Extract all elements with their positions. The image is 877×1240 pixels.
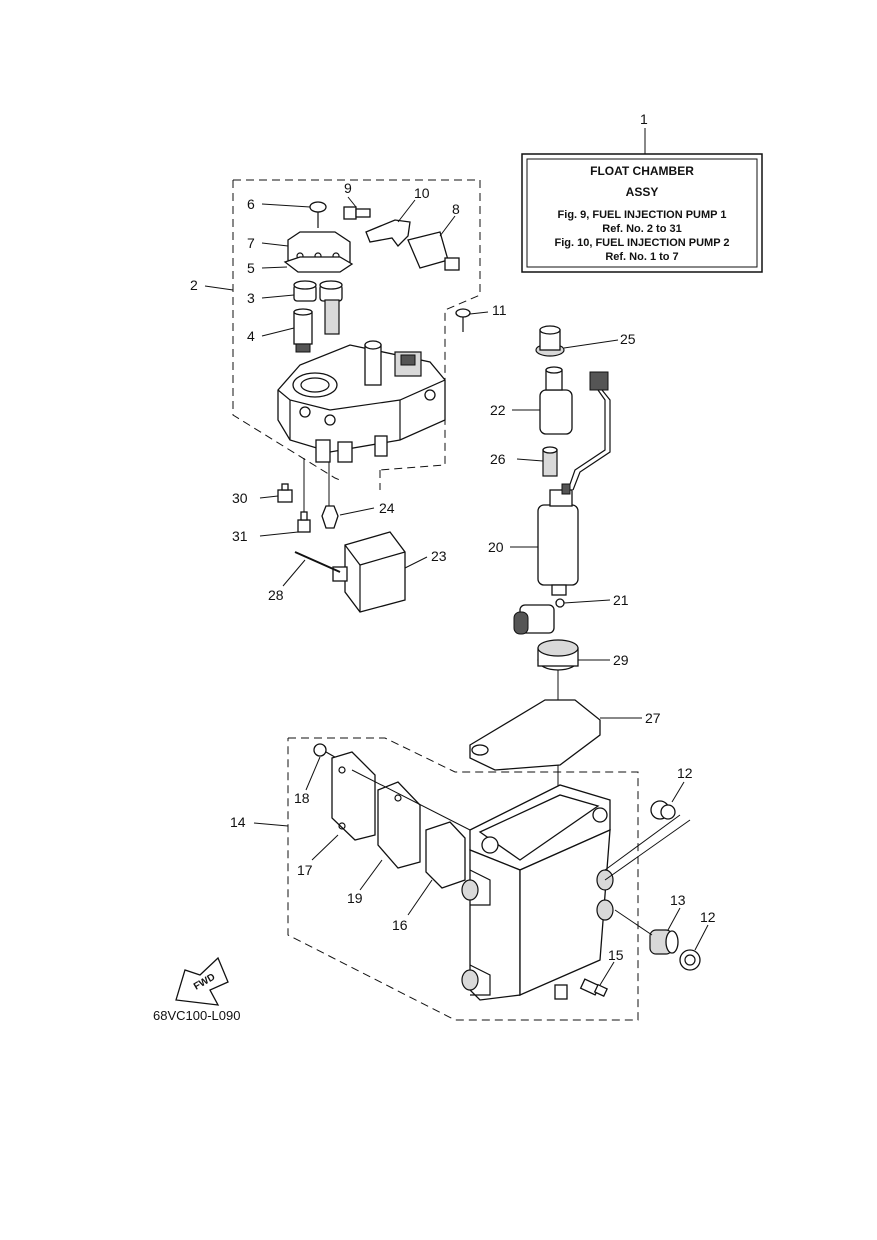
part-12-grommet-lower	[679, 949, 701, 971]
part-23-bracket	[332, 531, 406, 613]
callout-leaders	[204, 196, 709, 986]
callout-30: 30	[232, 490, 248, 506]
callout-13: 13	[670, 892, 686, 908]
figure-code: 68VC100-L090	[153, 1008, 240, 1023]
callout-29: 29	[613, 652, 629, 668]
part-20-fuel-pump	[537, 483, 579, 596]
callout-1: 1	[640, 111, 648, 127]
part-4-filter	[293, 308, 313, 353]
callout-17: 17	[297, 862, 313, 878]
title-line-6: Ref. No. 1 to 7	[605, 251, 678, 263]
part-5-gasket	[283, 256, 354, 273]
callout-22: 22	[490, 402, 506, 418]
callout-24: 24	[379, 500, 395, 516]
callout-12-upper: 12	[677, 765, 693, 781]
title-box: 1 FLOAT CHAMBER ASSY Fig. 9, FUEL INJECT…	[521, 111, 763, 273]
title-line-5: Fig. 10, FUEL INJECTION PUMP 2	[554, 237, 729, 249]
callout-10: 10	[414, 185, 430, 201]
float-chamber-body	[461, 784, 614, 1001]
part-25-grommet	[535, 325, 565, 357]
part-24-valve	[321, 505, 339, 529]
part-15-bolt	[579, 978, 608, 998]
assembly-outline-upper	[232, 179, 481, 490]
callout-25: 25	[620, 331, 636, 347]
float-chamber-cover	[277, 340, 446, 463]
callout-2: 2	[190, 277, 198, 293]
callout-12-lower: 12	[700, 909, 716, 925]
callout-23: 23	[431, 548, 447, 564]
callout-6: 6	[247, 196, 255, 212]
callout-26: 26	[490, 451, 506, 467]
title-line-4: Ref. No. 2 to 31	[602, 223, 681, 235]
callout-15: 15	[608, 947, 624, 963]
part-28-pin	[294, 551, 341, 573]
callout-16: 16	[392, 917, 408, 933]
callout-19: 19	[347, 890, 363, 906]
part-18-screw	[313, 743, 341, 761]
part-10-bracket	[365, 219, 411, 247]
callout-5: 5	[247, 260, 255, 276]
callout-21: 21	[613, 592, 629, 608]
callout-28: 28	[268, 587, 284, 603]
callout-31: 31	[232, 528, 248, 544]
part-21-holder	[513, 598, 565, 635]
part-8-sensor	[407, 231, 460, 271]
callout-27: 27	[645, 710, 661, 726]
part-13-grommet	[649, 929, 679, 955]
part-12-grommet-upper	[650, 800, 676, 820]
part-16-seal	[425, 821, 466, 889]
part-11-screw	[455, 308, 471, 332]
fwd-arrow: FWD	[175, 956, 229, 1006]
part-30-bolt	[277, 483, 293, 503]
callout-9: 9	[344, 180, 352, 196]
part-31-bolt	[297, 511, 311, 533]
callout-numbers: 2 3 4 5 6 7 8 9 10 11 12 12 13 14 15 16 …	[190, 180, 716, 963]
title-line-3: Fig. 9, FUEL INJECTION PUMP 1	[558, 209, 727, 221]
callout-20: 20	[488, 539, 504, 555]
part-9-bolt	[343, 206, 371, 220]
part-19-gasket	[377, 781, 421, 869]
title-line-1: FLOAT CHAMBER	[590, 164, 694, 178]
part-3-collars	[293, 280, 343, 335]
assembly-outline-lower	[287, 737, 639, 1021]
part-17-plate	[331, 751, 376, 841]
callout-7: 7	[247, 235, 255, 251]
callout-4: 4	[247, 328, 255, 344]
part-29-holder	[537, 639, 579, 671]
callout-11: 11	[492, 302, 507, 318]
title-line-2: ASSY	[626, 185, 659, 199]
part-6-screw	[309, 201, 327, 228]
callout-14: 14	[230, 814, 246, 830]
part-26-filter	[542, 446, 558, 477]
callout-18: 18	[294, 790, 310, 806]
part-27-gasket	[469, 699, 601, 771]
connector-harness	[567, 371, 611, 491]
callout-3: 3	[247, 290, 255, 306]
callout-8: 8	[452, 201, 460, 217]
part-22-damper	[539, 366, 573, 435]
